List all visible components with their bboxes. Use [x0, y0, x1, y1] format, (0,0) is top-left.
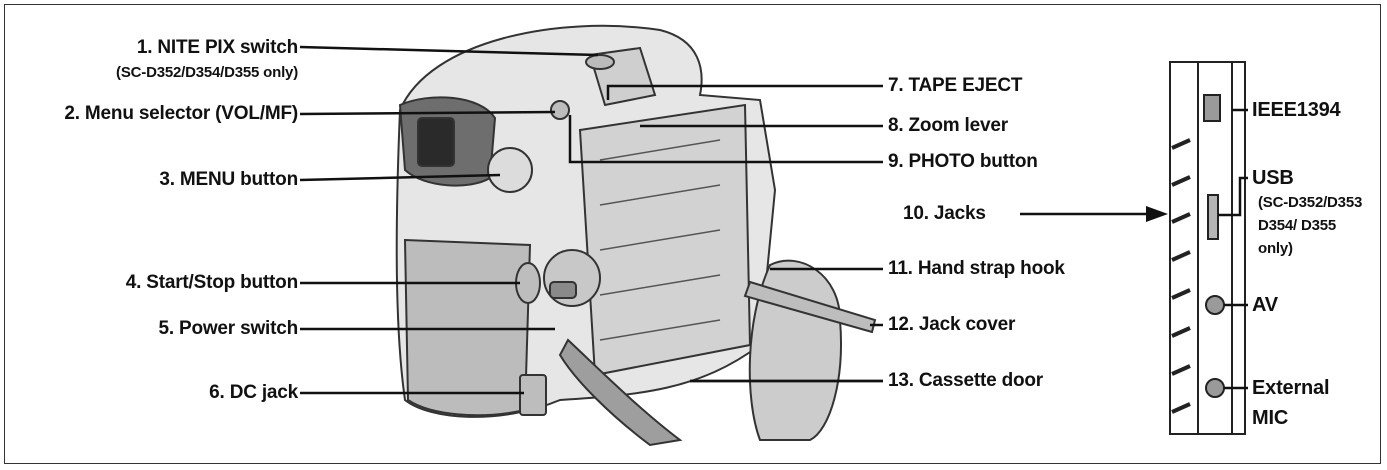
leader-lines — [299, 45, 1248, 395]
label-menu-button: 3. MENU button — [159, 169, 298, 190]
label-usb-note-1: (SC-D352/D353 — [1258, 194, 1363, 211]
label-av: AV — [1252, 294, 1278, 316]
label-nite-pix-note: (SC-D352/D354/D355 only) — [116, 64, 298, 81]
label-nite-pix: 1. NITE PIX switch — [136, 37, 298, 58]
label-cassette-door: 13. Cassette door — [888, 370, 1043, 391]
label-jack-cover: 12. Jack cover — [888, 314, 1016, 335]
jacks-arrow-head — [1146, 206, 1168, 222]
label-tape-eject: 7. TAPE EJECT — [888, 75, 1023, 96]
label-ieee1394: IEEE1394 — [1252, 99, 1341, 121]
label-power-switch: 5. Power switch — [158, 318, 298, 339]
label-menu-selector: 2. Menu selector (VOL/MF) — [64, 103, 298, 124]
label-usb: USB — [1252, 167, 1294, 189]
label-usb-note-3: only) — [1258, 240, 1293, 257]
label-photo-button: 9. PHOTO button — [888, 151, 1038, 172]
jack-panel — [1169, 61, 1246, 435]
label-jacks: 10. Jacks — [903, 203, 986, 224]
label-usb-note-2: D354/ D355 — [1258, 217, 1337, 234]
label-external: External — [1252, 377, 1330, 399]
diagram-frame — [4, 4, 1381, 464]
hand-strap — [558, 259, 877, 447]
label-mic: MIC — [1252, 407, 1289, 429]
label-start-stop: 4. Start/Stop button — [125, 272, 298, 293]
label-dc-jack: 6. DC jack — [209, 382, 298, 403]
label-zoom-lever: 8. Zoom lever — [888, 115, 1008, 136]
label-hand-strap: 11. Hand strap hook — [888, 258, 1065, 279]
